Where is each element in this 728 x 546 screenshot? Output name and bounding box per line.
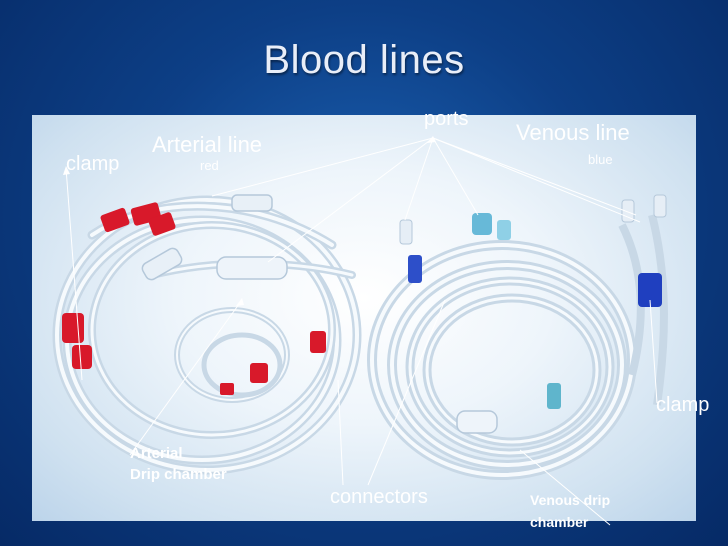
arterial-drip-chamber — [141, 194, 288, 281]
arterial-color-label: red — [200, 158, 219, 173]
connectors-label: connectors — [330, 486, 428, 508]
venous-clamps-connectors — [399, 194, 667, 434]
venous-color-label: blue — [588, 152, 613, 167]
venous-drip-label-line2: chamber — [530, 514, 589, 530]
ports-label: ports — [424, 108, 469, 130]
venous-line-label: Venous line — [516, 120, 630, 145]
blood-lines-photo — [32, 115, 696, 521]
arterial-drip-label-line2: Drip chamber — [130, 466, 227, 483]
slide-title: Blood lines — [263, 38, 465, 82]
arterial-line-label: Arterial line — [152, 132, 263, 157]
venous-drip-label-line1: Venous drip — [530, 492, 611, 508]
blood-lines-illustration — [52, 194, 668, 480]
clamp-label-right: clamp — [656, 394, 710, 416]
clamp-label-left: clamp — [66, 153, 120, 175]
arterial-drip-label-line1: Arterial — [130, 445, 183, 462]
venous-line-coil — [367, 214, 668, 480]
arterial-red-clamps — [62, 202, 326, 395]
